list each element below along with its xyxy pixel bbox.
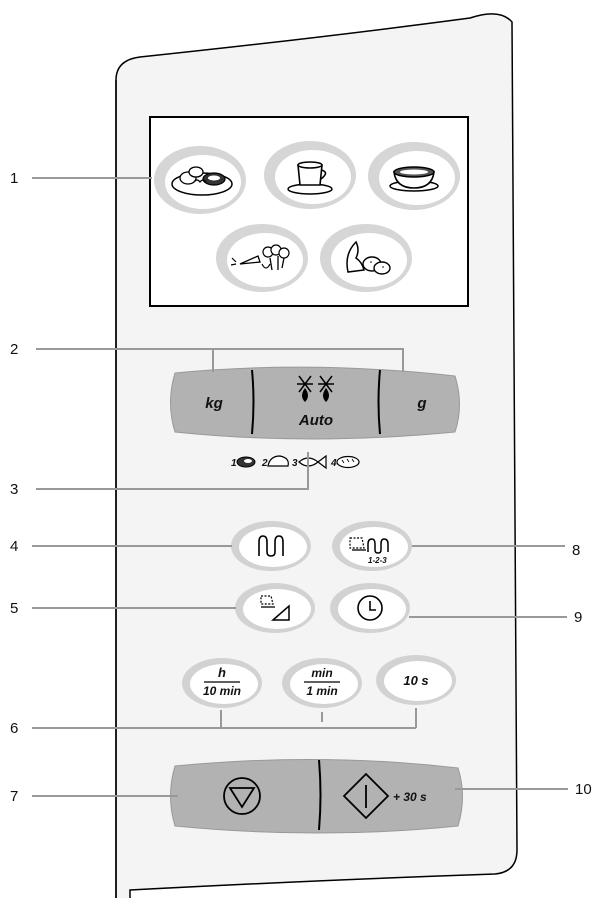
program-2-number: 2 <box>261 458 268 469</box>
callout-7: 7 <box>10 788 18 805</box>
meat-icon <box>236 456 256 468</box>
hours-label: h <box>218 665 226 680</box>
clock-icon <box>357 595 383 621</box>
g-label: g <box>416 395 426 412</box>
clock-button[interactable] <box>330 583 410 633</box>
weight-bar <box>170 366 460 440</box>
potatoes-icon <box>346 240 391 275</box>
vegetables-icon <box>230 244 290 271</box>
poultry-icon <box>267 455 289 467</box>
snowflake-drop-icon <box>297 375 313 402</box>
callout-8: 8 <box>572 542 580 559</box>
snowflake-drop-icon <box>318 375 334 402</box>
grill-combi-icon: 1-2-3 <box>349 537 389 565</box>
plate-meal-button[interactable] <box>154 146 246 214</box>
callout-6: 6 <box>10 720 18 737</box>
ten-minutes-label: 10 min <box>203 684 241 698</box>
coffee-button[interactable] <box>264 141 356 209</box>
auto-defrost-button[interactable]: Auto <box>258 372 376 432</box>
kg-label: kg <box>205 395 223 412</box>
program-1-number: 1 <box>231 458 237 469</box>
hours-button[interactable]: h 10 min <box>182 658 262 708</box>
soup-button[interactable] <box>368 142 460 210</box>
microwave-wave-icon <box>258 535 284 557</box>
program-4-number: 4 <box>330 458 337 469</box>
vegetables-button[interactable] <box>216 224 308 292</box>
callout-3: 3 <box>10 481 18 498</box>
stop-icon <box>223 777 261 815</box>
seconds-button[interactable]: 10 s <box>376 655 456 705</box>
combi-level-label: 1-2-3 <box>368 556 387 565</box>
callout-9: 9 <box>574 609 582 626</box>
minutes-button[interactable]: min 1 min <box>282 658 362 708</box>
plate-meal-icon <box>171 166 233 196</box>
coffee-cup-icon <box>287 161 333 195</box>
soup-bowl-icon <box>389 166 439 192</box>
potatoes-button[interactable] <box>320 224 412 292</box>
grill-button[interactable] <box>235 583 315 633</box>
program-3-number: 3 <box>292 458 298 469</box>
callout-5: 5 <box>10 600 18 617</box>
plus-30-seconds-label: + 30 s <box>393 790 427 804</box>
fish-icon <box>298 454 327 470</box>
start-button[interactable]: + 30 s <box>325 766 455 826</box>
defrost-program-legend: 1 2 3 4 <box>231 454 360 470</box>
callout-2: 2 <box>10 341 18 358</box>
grill-icon <box>260 595 290 621</box>
callout-4: 4 <box>10 538 18 555</box>
callout-lines <box>32 177 568 797</box>
microwave-button[interactable] <box>231 521 311 571</box>
auto-label: Auto <box>298 412 333 429</box>
combi-button[interactable]: 1-2-3 <box>332 521 412 571</box>
start-icon <box>342 772 390 820</box>
one-minute-label: 1 min <box>306 684 337 698</box>
minutes-label: min <box>311 666 332 680</box>
ten-seconds-label: 10 s <box>403 673 428 688</box>
callout-1: 1 <box>10 170 18 187</box>
bread-icon <box>336 455 360 469</box>
callout-10: 10 <box>575 781 592 798</box>
stop-button[interactable] <box>180 766 315 826</box>
